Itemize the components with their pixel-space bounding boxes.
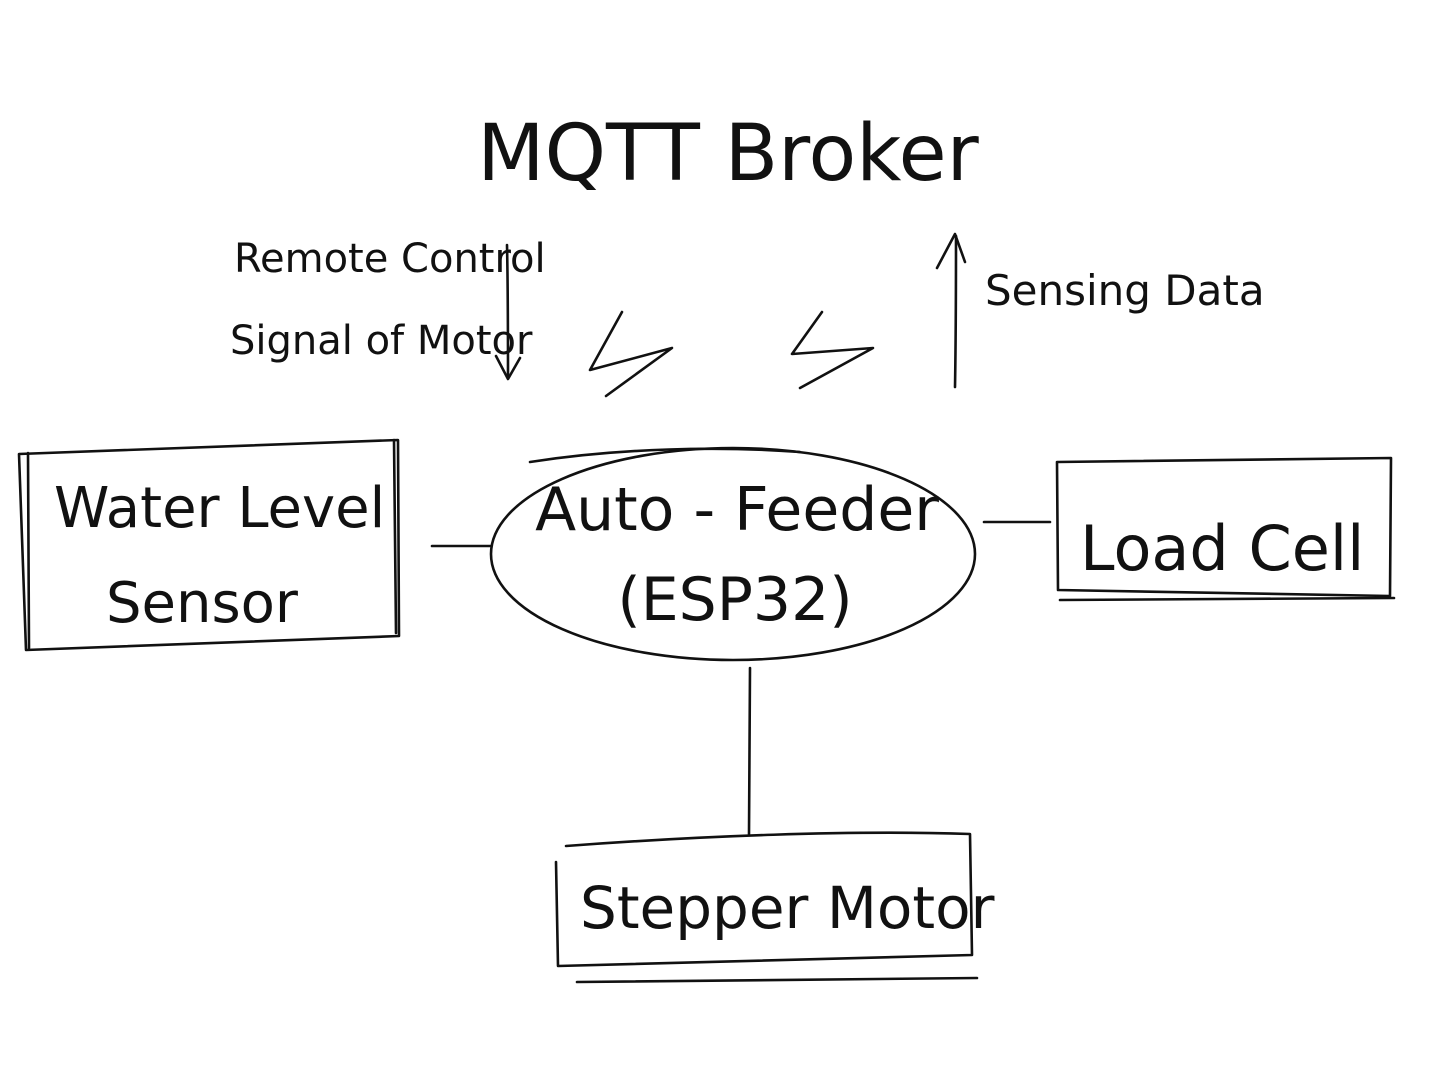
downlink-label-line1: Remote Control	[234, 236, 546, 282]
stepper-motor-label: Stepper Motor	[580, 874, 995, 942]
water-level-sensor-box	[17, 438, 401, 652]
lightning-bolt-icon-left	[588, 310, 674, 398]
lightning-bolt-icon-right	[790, 310, 875, 390]
arrow-down-icon	[494, 243, 522, 381]
connector-bottom	[747, 666, 752, 836]
auto-feeder-node	[489, 446, 977, 662]
auto-feeder-label-line2: (ESP32)	[617, 565, 852, 635]
auto-feeder-label-line1: Auto - Feeder	[535, 475, 939, 545]
arrow-up-icon	[935, 232, 967, 389]
water-level-sensor-label-line2: Sensor	[106, 571, 299, 636]
load-cell-label: Load Cell	[1080, 512, 1364, 585]
downlink-label-line2: Signal of Motor	[230, 318, 533, 364]
diagram-title: MQTT Broker	[477, 109, 979, 199]
uplink-label: Sensing Data	[985, 266, 1265, 315]
load-cell-box	[1055, 456, 1396, 602]
stepper-motor-box	[554, 831, 979, 984]
water-level-sensor-label-line1: Water Level	[54, 476, 385, 541]
